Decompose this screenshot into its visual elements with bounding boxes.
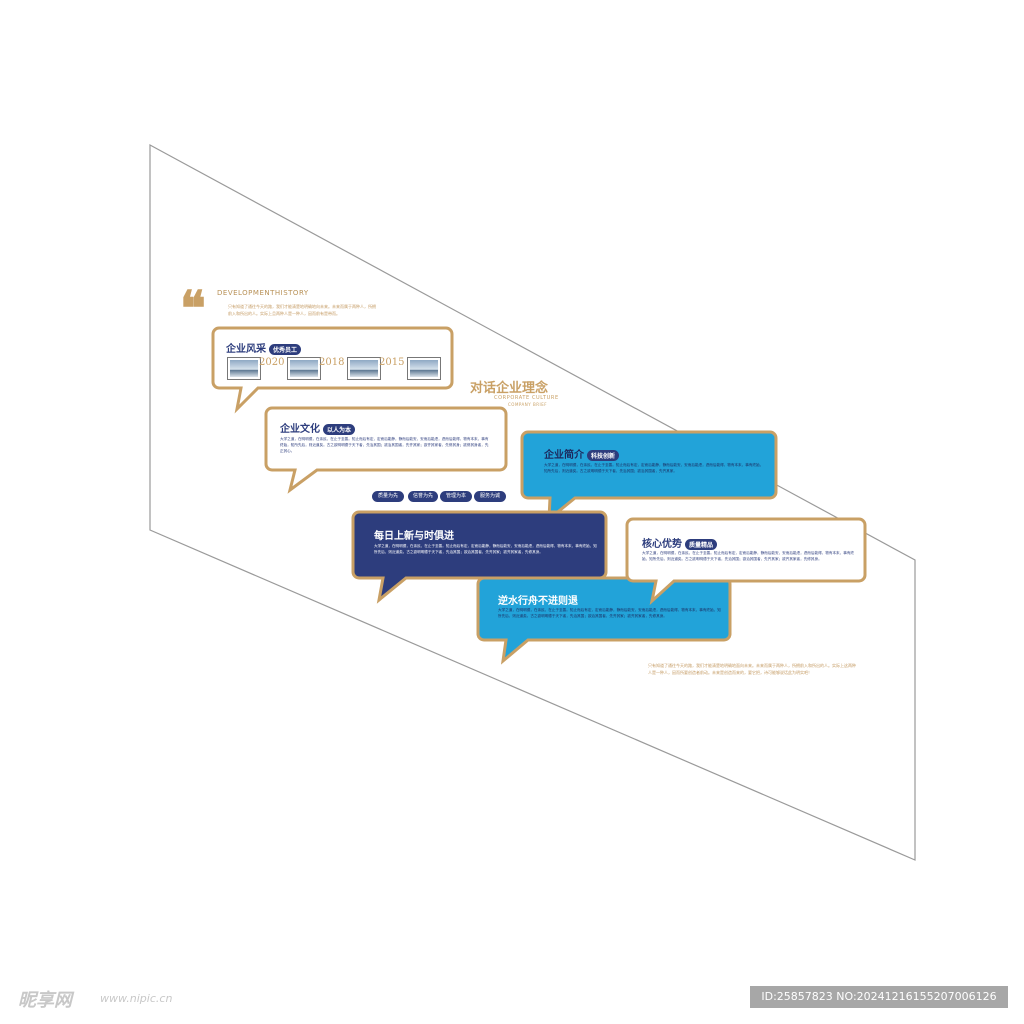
style-bubble-heading: 企业风采优秀员工: [226, 340, 302, 355]
year-2020: 2020: [259, 357, 285, 368]
watermark-url: www.nipic.cn: [100, 992, 173, 1005]
daily-bubble-heading: 每日上新与时俱进: [374, 531, 454, 542]
intro-tag: 科技创新: [587, 450, 620, 461]
core-body: 大学之道，在明明德，在亲民，在止于至善。知止而后有定，定而后能静，静而后能安，安…: [642, 551, 855, 561]
pill-management: 管理为本: [440, 491, 472, 502]
daily-body: 大学之道，在明明德，在亲民，在止于至善。知止而后有定，定而后能静，静而后能安，安…: [374, 544, 597, 554]
culture-tag: 以人为本: [323, 424, 356, 435]
photo-4: [407, 357, 441, 380]
pill-service: 服务为诚: [474, 491, 506, 502]
culture-bubble-heading: 企业文化以人为本: [280, 420, 356, 435]
image-id-bar: ID:25857823 NO:20241216155207006126: [750, 986, 1008, 1008]
intro-text: 只有知道了通往今天的路，我们才能清楚地明确地向未来。未来而属于两种人，所拥前入和…: [228, 304, 376, 316]
main-title: 对话企业理念: [470, 381, 549, 396]
core-heading-text: 核心优势: [642, 539, 682, 550]
pill-credit: 信誉为先: [408, 491, 438, 502]
development-history-heading: DEVELOPMENTHISTORY: [217, 289, 309, 297]
year-2015: 2015: [379, 357, 405, 368]
intro-body: 大学之道，在明明德，在亲民，在止于至善。知止而后有定，定而后能静，静而后能安，安…: [544, 463, 764, 473]
forward-bubble-heading: 逆水行舟不进则退: [498, 596, 578, 607]
photo-2: [287, 357, 321, 380]
main-title-en: CORPORATE CULTURE: [494, 395, 559, 401]
culture-body: 大学之道，在明明德，在亲民，在止于至善。知止而后有定，定而后能静，静而后能安，安…: [280, 437, 489, 453]
core-tag: 质量精品: [685, 539, 718, 550]
style-heading-text: 企业风采: [226, 344, 266, 355]
main-title-en-sub: COMPANY BRIEF: [508, 402, 548, 407]
culture-heading-text: 企业文化: [280, 424, 320, 435]
style-tag: 优秀员工: [269, 344, 302, 355]
intro-bubble-heading: 企业简介科技创新: [544, 446, 620, 461]
footer-text: 只有知道了通往今天的路，我们才能清楚地明确地面向未来。未来而属于两种人，所拥前入…: [648, 663, 856, 675]
pill-quality: 质量为先: [372, 491, 404, 502]
photo-3: [347, 357, 381, 380]
year-2018: 2018: [319, 357, 345, 368]
intro-heading-text: 企业简介: [544, 450, 584, 461]
watermark-logo: 昵享网: [18, 990, 72, 1011]
photo-1: [227, 357, 261, 380]
core-bubble-heading: 核心优势质量精品: [642, 535, 718, 550]
forward-body: 大学之道，在明明德，在亲民，在止于至善。知止而后有定，定而后能静，静而后能安，安…: [498, 608, 721, 618]
quote-icon: ❝: [180, 281, 206, 337]
